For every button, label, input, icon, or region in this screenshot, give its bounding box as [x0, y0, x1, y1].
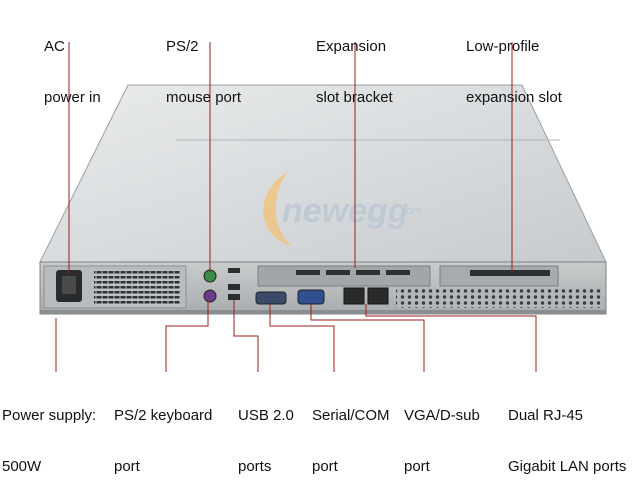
label-ps2-keyboard-port: PS/2 keyboard port: [114, 407, 213, 475]
label-ac-power-in: AC power in: [44, 38, 101, 106]
leader-usb: [233, 300, 259, 372]
leader-rj45: [365, 304, 537, 372]
label-ps2-mouse-port: PS/2 mouse port: [166, 38, 242, 106]
leader-lines: [55, 42, 537, 372]
label-serial-com-port: Serial/COM port: [312, 407, 390, 475]
label-low-profile-expansion-slot: Low-profile expansion slot: [466, 38, 562, 106]
leader-vga: [310, 304, 425, 372]
label-power-supply: Power supply: 500W: [2, 407, 97, 475]
rj45-port-2: [367, 287, 389, 305]
ps2-keyboard-port: [203, 289, 217, 303]
rj45-port-1: [343, 287, 365, 305]
psu-vent-grille: [94, 270, 180, 306]
watermark-suffix: .com: [398, 205, 422, 217]
leader-serial: [269, 304, 335, 372]
vga-dsub-port: [297, 289, 325, 305]
label-dual-rj45: Dual RJ-45 Gigabit LAN ports: [508, 407, 627, 475]
label-vga-dsub-port: VGA/D-sub port: [404, 407, 480, 475]
label-expansion-slot-bracket: Expansion slot bracket: [316, 38, 393, 106]
leader-ps2-keyboard: [165, 300, 209, 372]
serial-com-port: [255, 291, 287, 305]
label-usb-ports: USB 2.0 ports: [238, 407, 294, 475]
newegg-watermark: newegg .com: [263, 172, 422, 246]
rear-panel-bottom-edge: [40, 310, 606, 314]
expansion-bracket: [257, 265, 431, 287]
watermark-text: newegg: [282, 192, 409, 230]
honeycomb-vent: [396, 288, 602, 308]
usb-port-2: [228, 294, 240, 300]
server-illustration: newegg .com: [39, 42, 607, 372]
usb-port-1: [228, 284, 240, 290]
